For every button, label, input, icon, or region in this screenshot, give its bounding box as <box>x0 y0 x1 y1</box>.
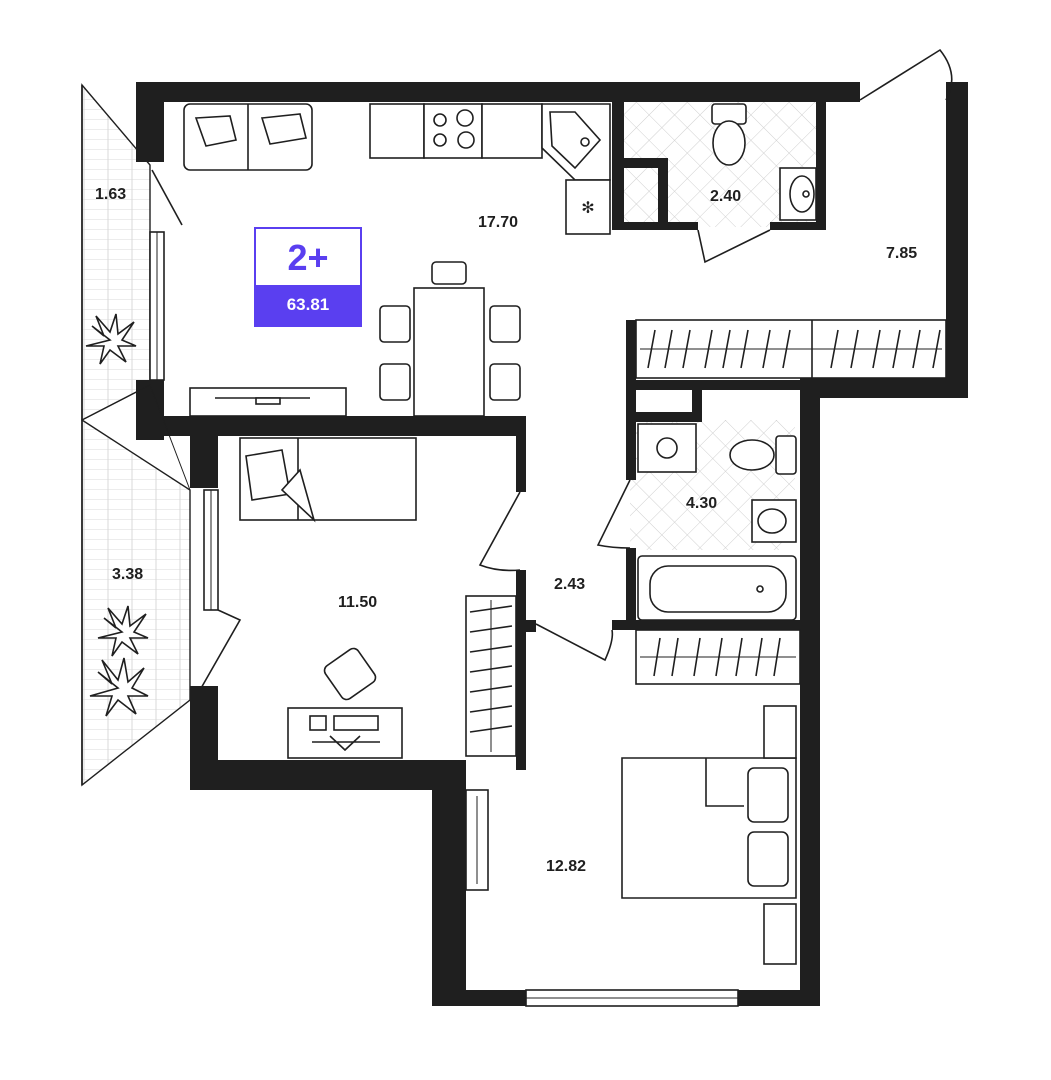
wardrobe-icon <box>465 595 517 757</box>
washing-machine-icon <box>637 423 697 473</box>
bed-icon <box>621 705 797 965</box>
sofa-icon <box>183 103 313 171</box>
area-label-bathroom-small: 2.40 <box>710 188 742 205</box>
washbasin-icon <box>779 167 817 221</box>
toilet-icon <box>729 435 797 475</box>
balcony-bottom <box>81 418 191 787</box>
area-label-bedroom-main: 12.82 <box>546 858 587 875</box>
desk-icon <box>287 707 403 759</box>
counter <box>481 103 543 159</box>
stove-icon <box>369 103 483 159</box>
bed-icon <box>239 437 417 523</box>
fridge-icon: ✻ <box>565 179 611 235</box>
walls <box>136 82 968 1006</box>
office-chair-icon <box>323 647 377 701</box>
area-label-kitchen-living: 17.70 <box>478 214 519 231</box>
wardrobe-icon <box>635 629 801 685</box>
area-label-balcony-bottom: 3.38 <box>112 566 144 583</box>
room-count: 2+ <box>287 237 329 278</box>
wardrobe-icon <box>465 789 489 891</box>
toilet-icon <box>711 103 747 166</box>
area-label-hallway: 7.85 <box>886 245 918 262</box>
dining-table-icon <box>379 261 521 417</box>
washbasin-icon <box>751 499 797 543</box>
area-label-bedroom-left: 11.50 <box>338 594 378 611</box>
apartment-badge: 2+ 63.81 <box>254 227 362 327</box>
wardrobe-icon <box>635 319 947 379</box>
area-label-corridor: 2.43 <box>554 576 586 593</box>
bathtub-icon <box>637 555 797 621</box>
windows <box>149 231 739 1007</box>
plant-icon <box>85 313 149 717</box>
area-label-bathroom-large: 4.30 <box>686 495 718 512</box>
total-area: 63.81 <box>256 285 360 325</box>
doors <box>81 48 953 691</box>
area-label-balcony-top: 1.63 <box>95 186 127 203</box>
sink-icon <box>541 103 611 181</box>
svg-text:✻: ✻ <box>581 198 594 217</box>
tv-stand-icon <box>189 387 347 417</box>
